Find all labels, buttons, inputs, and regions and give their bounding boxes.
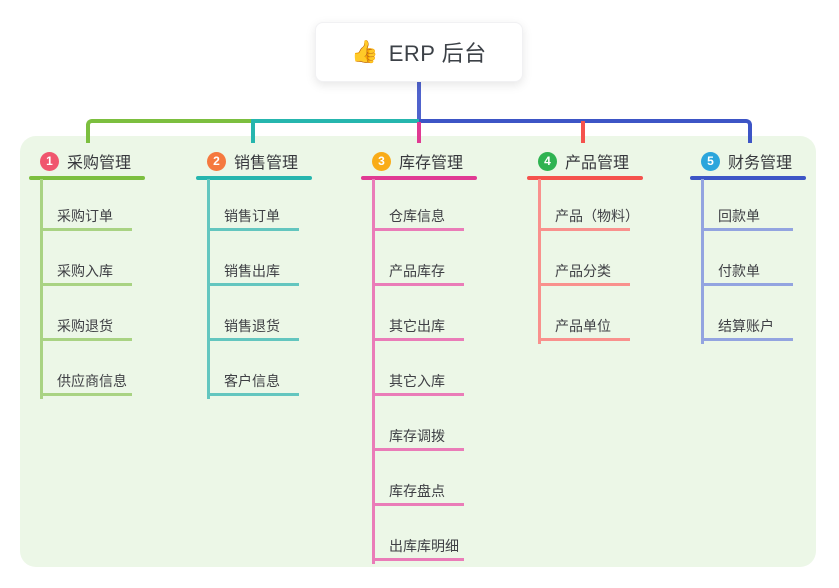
child-node[interactable]: 产品库存 (372, 258, 464, 286)
branch-inventory-header[interactable]: 3 库存管理 (361, 148, 501, 174)
branch-underline (29, 176, 145, 180)
child-node-label: 出库库明细 (389, 537, 459, 554)
child-node-label: 回款单 (718, 207, 760, 224)
child-node-label: 其它出库 (389, 317, 445, 334)
connector-branch-sales (251, 119, 419, 143)
branch-underline (690, 176, 806, 180)
branch-purchase-header[interactable]: 1 采购管理 (29, 148, 169, 174)
branch-stem-line (538, 179, 541, 344)
child-node[interactable]: 采购订单 (40, 203, 132, 231)
branch-stem-line (40, 179, 43, 399)
child-node-label: 产品（物料） (555, 207, 639, 224)
child-node[interactable]: 销售订单 (207, 203, 299, 231)
child-node[interactable]: 其它出库 (372, 313, 464, 341)
child-node[interactable]: 仓库信息 (372, 203, 464, 231)
branch-underline (527, 176, 643, 180)
connector-branch-product (581, 121, 585, 143)
branch-sales: 2 销售管理 销售订单 销售出库 销售退货 客户信息 (196, 148, 336, 399)
child-node[interactable]: 出库库明细 (372, 533, 464, 561)
child-node-label: 客户信息 (224, 372, 280, 389)
branch-sales-header[interactable]: 2 销售管理 (196, 148, 336, 174)
child-node-label: 产品单位 (555, 317, 611, 334)
child-node-label: 销售出库 (224, 262, 280, 279)
child-node[interactable]: 付款单 (701, 258, 793, 286)
branch-label: 财务管理 (728, 155, 793, 172)
branch-finance: 5 财务管理 回款单 付款单 结算账户 (690, 148, 830, 344)
branch-stem-line (372, 179, 375, 564)
branch-underline (196, 176, 312, 180)
child-node-label: 仓库信息 (389, 207, 445, 224)
child-node[interactable]: 库存调拨 (372, 423, 464, 451)
child-node-label: 供应商信息 (57, 372, 127, 389)
child-node-label: 库存盘点 (389, 482, 445, 499)
child-node[interactable]: 客户信息 (207, 368, 299, 396)
branch-product: 4 产品管理 产品（物料） 产品分类 产品单位 (527, 148, 667, 344)
child-node[interactable]: 销售退货 (207, 313, 299, 341)
root-connector-line (417, 82, 421, 121)
child-node-label: 其它入库 (389, 372, 445, 389)
branch-inventory: 3 库存管理 仓库信息 产品库存 其它出库 其它入库 库存调拨 库存盘点 出库库… (361, 148, 501, 564)
child-node[interactable]: 回款单 (701, 203, 793, 231)
connector-branch-finance (419, 119, 752, 143)
child-node-label: 销售订单 (224, 207, 280, 224)
thumbs-up-icon: 👍 (351, 39, 379, 64)
branch-number-badge: 4 (538, 151, 557, 171)
connector-branch-purchase (86, 119, 253, 143)
child-node[interactable]: 销售出库 (207, 258, 299, 286)
branch-purchase: 1 采购管理 采购订单 采购入库 采购退货 供应商信息 (29, 148, 169, 399)
child-node-label: 结算账户 (718, 317, 774, 334)
branch-underline (361, 176, 477, 180)
child-node-label: 产品分类 (555, 262, 611, 279)
child-node[interactable]: 采购退货 (40, 313, 132, 341)
child-node[interactable]: 结算账户 (701, 313, 793, 341)
branch-label: 产品管理 (565, 155, 630, 172)
branch-number-badge: 3 (372, 151, 391, 171)
branch-stem-line (701, 179, 704, 344)
child-node[interactable]: 产品（物料） (538, 203, 639, 231)
branch-label: 销售管理 (234, 155, 299, 172)
branch-stem-line (207, 179, 210, 399)
branch-product-header[interactable]: 4 产品管理 (527, 148, 667, 174)
child-node-label: 付款单 (718, 262, 760, 279)
child-node-label: 产品库存 (389, 262, 445, 279)
branch-finance-header[interactable]: 5 财务管理 (690, 148, 830, 174)
child-node[interactable]: 供应商信息 (40, 368, 132, 396)
root-node-label: ERP 后台 (388, 41, 487, 66)
branch-number-badge: 5 (701, 151, 720, 171)
child-node-label: 采购订单 (57, 207, 113, 224)
branch-label: 采购管理 (67, 155, 132, 172)
child-node-label: 采购入库 (57, 262, 113, 279)
child-node[interactable]: 产品单位 (538, 313, 630, 341)
root-node[interactable]: 👍 ERP 后台 (315, 22, 523, 82)
child-node-label: 采购退货 (57, 317, 113, 334)
child-node[interactable]: 采购入库 (40, 258, 132, 286)
branch-number-badge: 1 (40, 151, 59, 171)
child-node-label: 销售退货 (224, 317, 280, 334)
connector-branch-inventory (417, 122, 421, 143)
branch-number-badge: 2 (207, 151, 226, 171)
child-node-label: 库存调拨 (389, 427, 445, 444)
child-node[interactable]: 其它入库 (372, 368, 464, 396)
branch-label: 库存管理 (399, 155, 464, 172)
child-node[interactable]: 库存盘点 (372, 478, 464, 506)
mindmap-panel (20, 136, 816, 567)
child-node[interactable]: 产品分类 (538, 258, 630, 286)
